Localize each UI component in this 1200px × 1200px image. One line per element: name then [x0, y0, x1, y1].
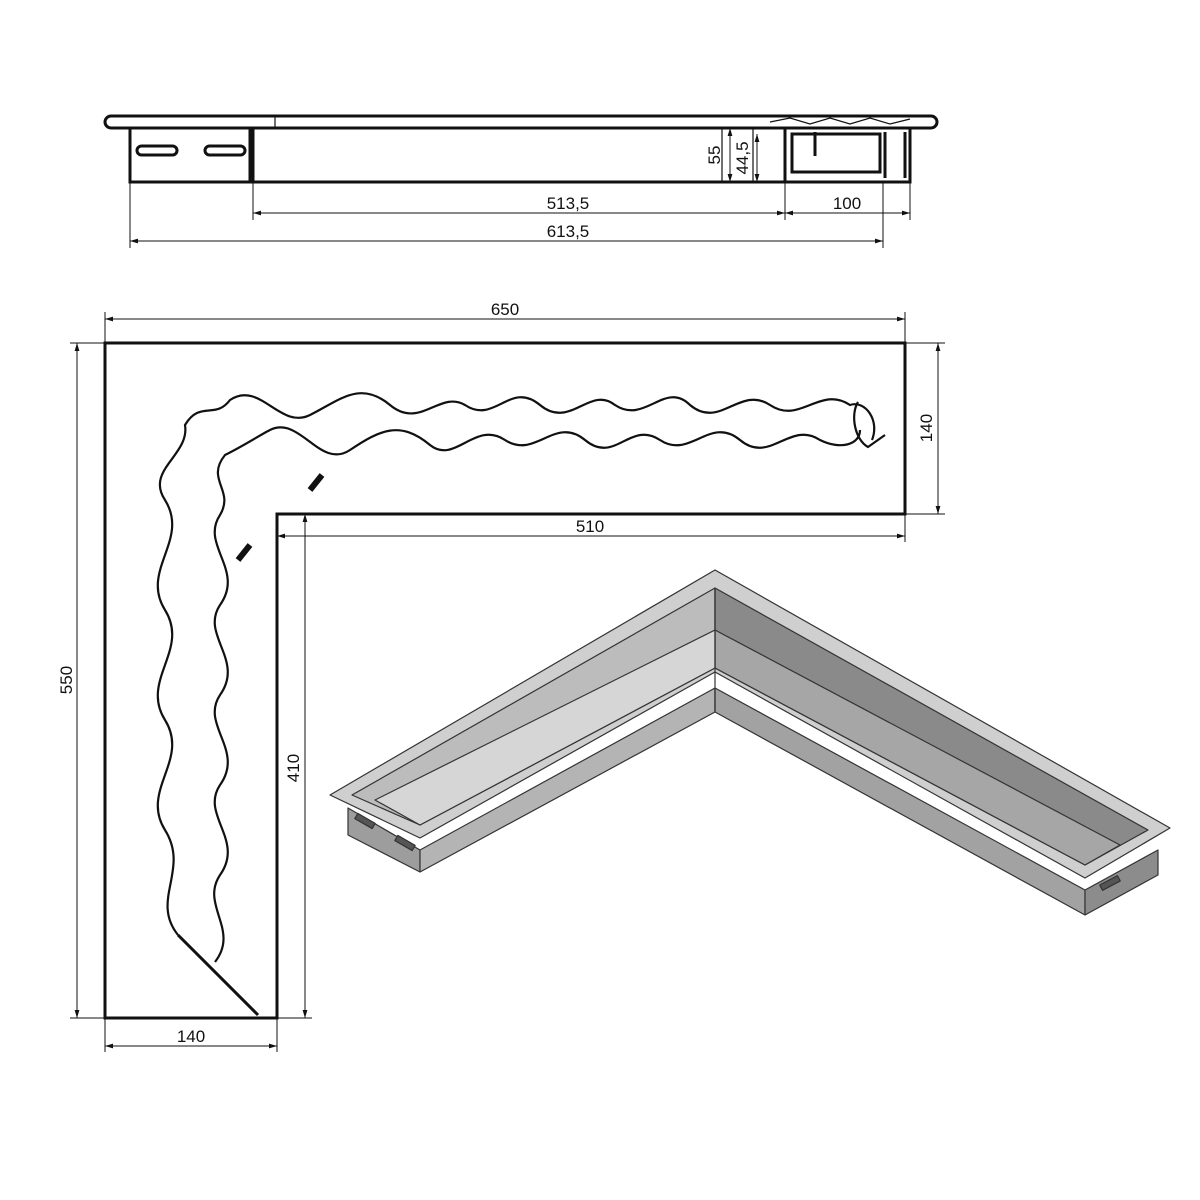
- iso-flange: [329, 569, 1171, 879]
- dim-510: 510: [576, 517, 604, 536]
- iso-inner-floor-right: [714, 629, 1121, 866]
- dim-513-5: 513,5: [547, 194, 590, 213]
- side-slot-2: [203, 144, 247, 157]
- side-right-hatch: [769, 117, 911, 125]
- side-top-plate: [103, 114, 939, 130]
- dim-140-bottom: 140: [177, 1027, 205, 1046]
- corner-seam: [176, 933, 260, 1017]
- dim-100: 100: [833, 194, 861, 213]
- iso-slot-2: [394, 834, 416, 852]
- dim-410: 410: [284, 754, 303, 782]
- side-slot-1: [135, 144, 179, 157]
- dim-613-5: 613,5: [547, 222, 590, 241]
- iso-slot-1: [354, 812, 376, 830]
- top-view: 650 140 510 550 410 140: [57, 300, 945, 1052]
- iso-box-right-face: [1084, 849, 1159, 916]
- side-right-inner: [790, 132, 882, 174]
- side-view: 55 44,5 513,5 100 613,5: [103, 114, 939, 248]
- side-right-box: [783, 126, 912, 184]
- dim-140-right: 140: [917, 414, 936, 442]
- flame-outline-outer: [156, 392, 876, 936]
- flame-outline-inner: [213, 426, 862, 963]
- side-bracket-left: [128, 126, 252, 184]
- burner-marker-1: [307, 473, 325, 492]
- burner-marker-2: [235, 543, 253, 562]
- dim-55: 55: [705, 146, 724, 165]
- isometric-view: [329, 569, 1171, 916]
- dim-650: 650: [491, 300, 519, 319]
- dim-550: 550: [57, 666, 76, 694]
- iso-slot-3: [1099, 875, 1121, 891]
- dim-44-5: 44,5: [733, 141, 752, 174]
- flame-end-right: [853, 401, 886, 449]
